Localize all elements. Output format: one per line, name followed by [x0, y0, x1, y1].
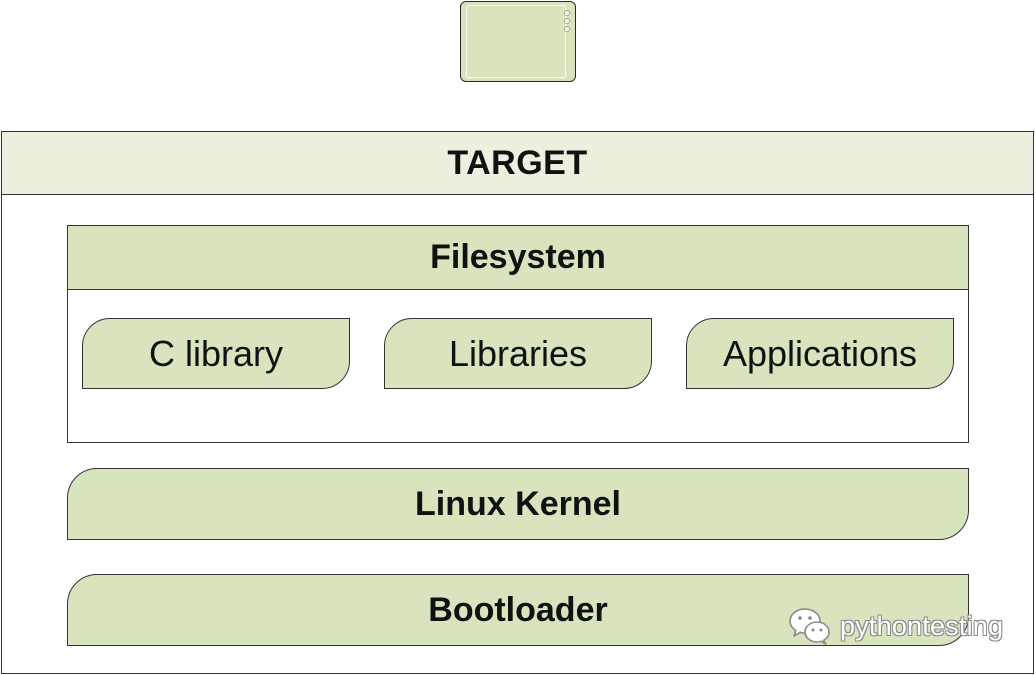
watermark: pythontesting	[788, 604, 1003, 648]
applications-block: Applications	[686, 318, 954, 389]
linux-kernel-block: Linux Kernel	[67, 468, 969, 540]
device-screen	[466, 5, 566, 78]
device-button-dot	[564, 10, 570, 16]
wechat-icon	[789, 608, 830, 645]
c-library-block: C library	[82, 318, 350, 389]
tablet-device-icon	[460, 1, 576, 82]
libraries-block: Libraries	[384, 318, 652, 389]
device-button-dot	[564, 18, 570, 24]
watermark-text: pythontesting	[840, 610, 1004, 641]
device-button-dot	[564, 26, 570, 32]
filesystem-title: Filesystem	[68, 226, 968, 290]
target-title: TARGET	[2, 132, 1033, 195]
